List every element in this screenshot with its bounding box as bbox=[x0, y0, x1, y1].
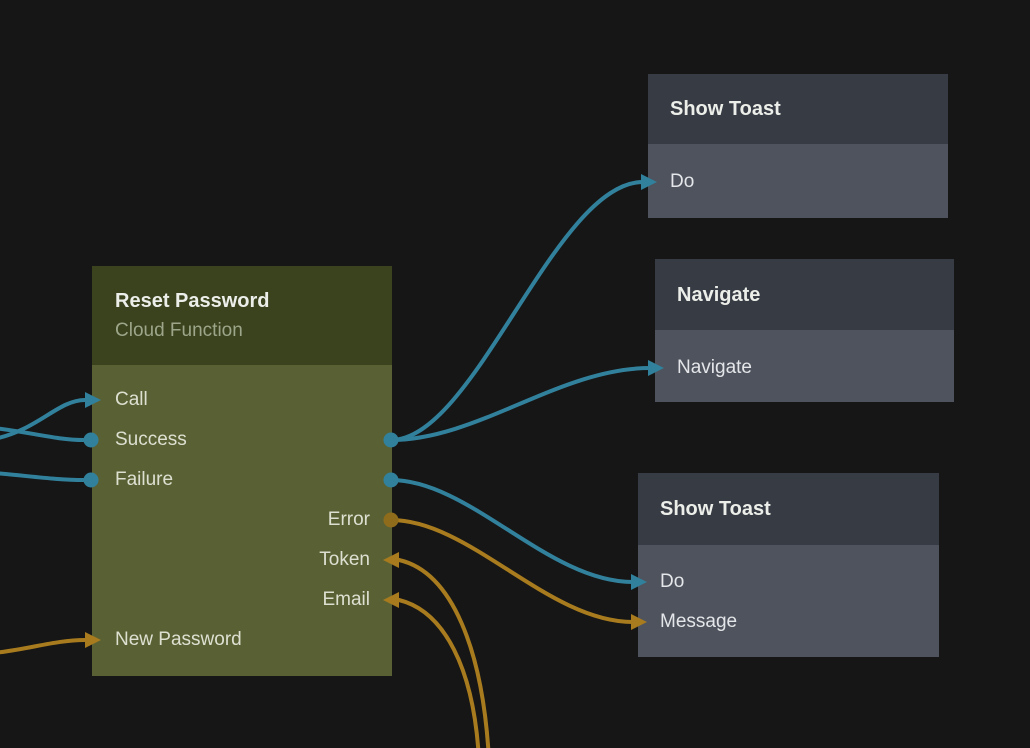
node-header[interactable]: Show Toast bbox=[648, 74, 948, 144]
wire-failure-to-show-toast-2-do[interactable] bbox=[389, 478, 635, 584]
port-message[interactable]: Message bbox=[660, 602, 939, 642]
node-body: Call Success Failure Error Token Email N… bbox=[92, 365, 392, 676]
node-navigate[interactable]: Navigate Navigate bbox=[655, 259, 954, 402]
port-navigate[interactable]: Navigate bbox=[677, 348, 954, 388]
wire-to-failure[interactable] bbox=[0, 471, 86, 482]
port-label: Email bbox=[322, 589, 370, 610]
node-subtitle: Cloud Function bbox=[115, 320, 243, 341]
wire-success-to-navigate[interactable] bbox=[389, 366, 652, 442]
wire-error-to-show-toast-2-message[interactable] bbox=[389, 518, 635, 624]
port-label: Do bbox=[670, 171, 695, 192]
port-label: Do bbox=[660, 571, 685, 592]
node-header[interactable]: Reset Password Cloud Function bbox=[92, 266, 392, 365]
port-email[interactable]: Email bbox=[115, 580, 370, 620]
port-error[interactable]: Error bbox=[115, 500, 370, 540]
wire-to-success[interactable] bbox=[0, 426, 86, 442]
node-body: Do Message bbox=[638, 545, 939, 657]
wire-to-email[interactable] bbox=[397, 598, 481, 748]
port-do[interactable]: Do bbox=[660, 562, 939, 602]
node-body: Do bbox=[648, 144, 948, 218]
port-label: Token bbox=[319, 549, 370, 570]
port-new-password[interactable]: New Password bbox=[115, 620, 370, 660]
node-title: Show Toast bbox=[660, 498, 771, 520]
port-label: New Password bbox=[115, 629, 242, 650]
node-title: Reset Password bbox=[115, 290, 270, 312]
port-label: Call bbox=[115, 389, 148, 410]
wire-to-token[interactable] bbox=[397, 558, 491, 748]
node-show-toast-2[interactable]: Show Toast Do Message bbox=[638, 473, 939, 657]
wire-to-new-password[interactable] bbox=[0, 638, 87, 655]
node-title: Show Toast bbox=[670, 98, 781, 120]
wire-success-to-show-toast-1-do[interactable] bbox=[389, 180, 645, 442]
wire-to-call[interactable] bbox=[0, 398, 87, 440]
node-header[interactable]: Show Toast bbox=[638, 473, 939, 545]
node-title: Navigate bbox=[677, 283, 761, 306]
port-token[interactable]: Token bbox=[115, 540, 370, 580]
port-label: Error bbox=[327, 509, 370, 530]
port-label: Failure bbox=[115, 469, 174, 490]
node-show-toast-1[interactable]: Show Toast Do bbox=[648, 74, 948, 218]
port-success[interactable]: Success bbox=[115, 420, 370, 460]
node-header[interactable]: Navigate bbox=[655, 259, 954, 330]
port-label: Success bbox=[115, 429, 187, 450]
node-body: Navigate bbox=[655, 330, 954, 402]
port-failure[interactable]: Failure bbox=[115, 460, 370, 500]
port-label: Navigate bbox=[677, 357, 752, 378]
port-label: Message bbox=[660, 611, 738, 632]
node-reset-password[interactable]: Reset Password Cloud Function Call Succe… bbox=[92, 266, 392, 676]
port-call[interactable]: Call bbox=[115, 380, 370, 420]
port-do[interactable]: Do bbox=[670, 162, 948, 202]
